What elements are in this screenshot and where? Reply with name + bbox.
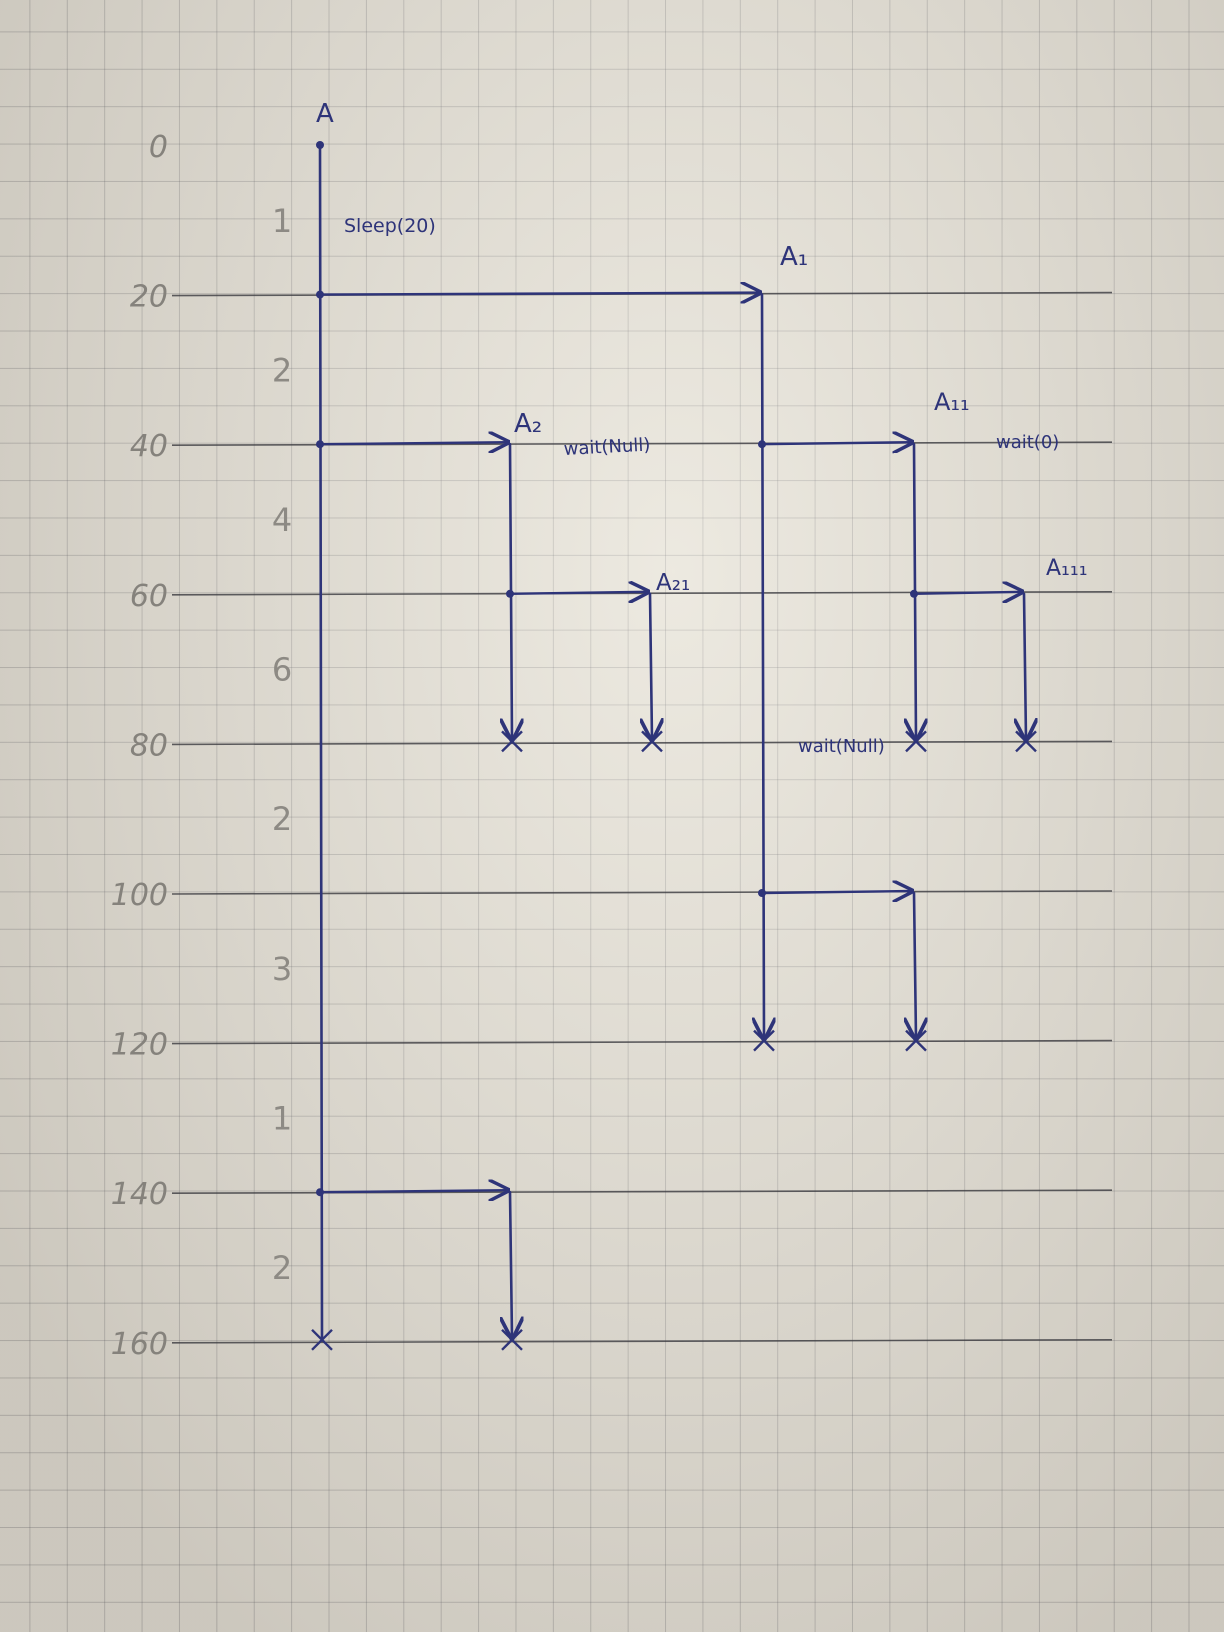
time-gridline <box>172 891 1112 894</box>
time-tick-label: 120 <box>111 1028 168 1063</box>
annotation-a1-wait-null: wait(Null) <box>798 736 885 757</box>
fork-point <box>506 590 514 598</box>
fork-point <box>316 291 324 299</box>
time-tick-label: 60 <box>130 579 168 614</box>
process-label-a2: A₂ <box>514 409 542 439</box>
time-gridline <box>172 741 1112 744</box>
process-start-dot <box>316 141 324 149</box>
interval-count-label: 2 <box>272 1249 292 1287</box>
annotation-a2-wait-null: wait(Null) <box>563 434 651 460</box>
time-gridline <box>172 1340 1112 1343</box>
process-label-a1: A₁ <box>780 242 808 272</box>
time-axis-labels: 0 20 40 60 80 100 120 140 160 <box>111 130 168 1362</box>
process-label-a111: A₁₁₁ <box>1046 556 1088 581</box>
fork-point <box>758 440 766 448</box>
process-lifeline <box>762 295 764 1039</box>
process-lifeline <box>650 594 652 740</box>
process-lifeline <box>510 1192 512 1338</box>
process-lifeline <box>320 145 322 1338</box>
call-annotations: Sleep(20) wait(Null) wait(0) wait(Null) <box>344 215 1059 757</box>
annotation-sleep: Sleep(20) <box>344 215 436 237</box>
process-lifeline <box>1024 594 1026 740</box>
time-tick-label: 80 <box>130 728 168 763</box>
process-label-a: A <box>316 99 334 129</box>
fork-point <box>758 889 766 897</box>
interval-count-label: 2 <box>272 800 292 838</box>
interval-count-label: 4 <box>272 501 292 539</box>
time-gridline <box>172 1041 1112 1044</box>
fork-point <box>910 590 918 598</box>
interval-count-label: 6 <box>272 651 292 689</box>
interval-count-label: 2 <box>272 351 292 389</box>
annotation-a11-wait-zero: wait(0) <box>996 432 1059 453</box>
fork-point <box>316 440 324 448</box>
process-lifeline <box>914 893 916 1039</box>
interval-count-label: 1 <box>272 202 292 240</box>
time-tick-label: 160 <box>111 1327 168 1362</box>
time-tick-label: 0 <box>149 130 168 165</box>
process-label-a11: A₁₁ <box>934 388 970 416</box>
fork-point <box>316 1188 324 1196</box>
process-label-a21: A₂₁ <box>656 570 690 596</box>
time-tick-label: 20 <box>130 280 168 315</box>
time-tick-label: 100 <box>111 878 168 913</box>
time-tick-label: 140 <box>111 1177 168 1212</box>
process-labels: A A₁ A₂ A₁₁ A₂₁ A₁₁₁ <box>316 99 1088 596</box>
time-tick-label: 40 <box>130 429 168 464</box>
interval-count-label: 3 <box>272 950 292 988</box>
time-gridline <box>172 1190 1112 1193</box>
interval-count-label: 1 <box>272 1099 292 1137</box>
